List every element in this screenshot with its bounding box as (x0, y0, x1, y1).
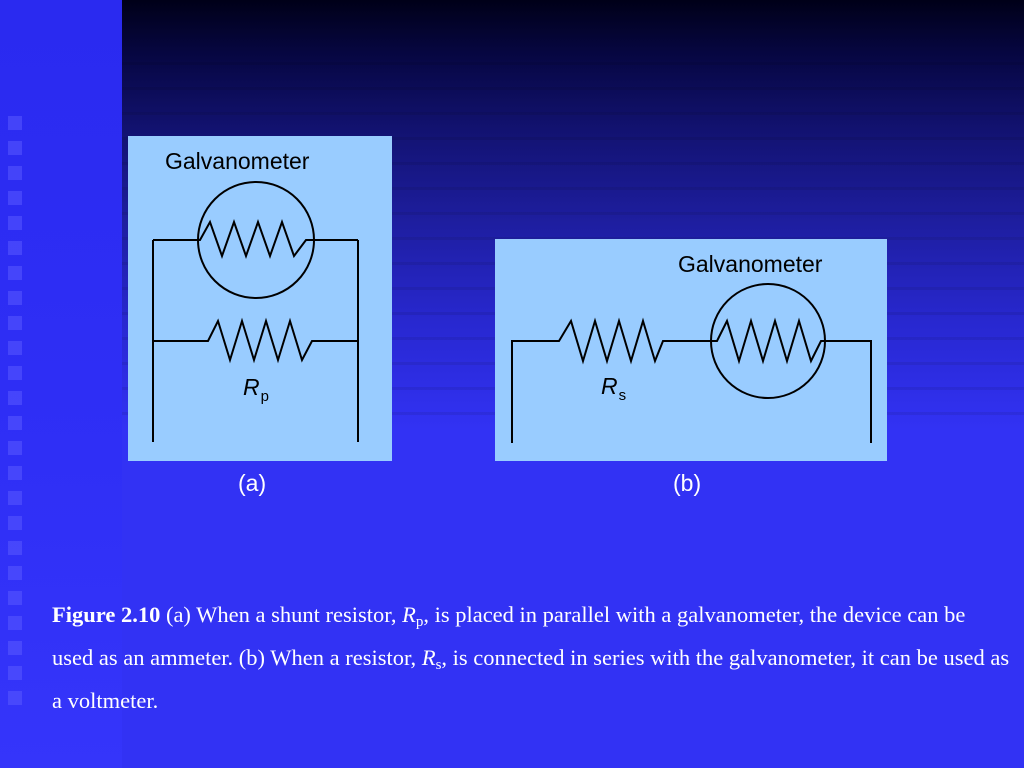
decor-square (8, 341, 22, 355)
panel-b-letter: (b) (673, 470, 702, 496)
decor-square (8, 516, 22, 530)
galvanometer-circle (710, 283, 826, 399)
caption-rp: Rp (402, 602, 424, 630)
caption-r1-symbol: R (402, 602, 416, 627)
decor-square (8, 191, 22, 205)
decor-square (8, 116, 22, 130)
resistor-label-rs: Rs (601, 373, 626, 404)
decor-square (8, 266, 22, 280)
galvanometer-circle (197, 181, 315, 299)
decor-square (8, 541, 22, 555)
panel-a-letter: (a) (238, 470, 267, 496)
caption-part-2: , is placed in parallel with a galvanome… (52, 602, 966, 670)
circuit-panel-a: Galvanometer Rp (128, 136, 392, 461)
decor-square (8, 366, 22, 380)
resistor-symbol-a: R (243, 374, 260, 400)
decor-square (8, 466, 22, 480)
decor-square (8, 616, 22, 630)
decor-square (8, 316, 22, 330)
resistor-subscript-a: p (260, 388, 269, 405)
series-circuit-diagram (511, 283, 872, 443)
decor-square (8, 391, 22, 405)
resistor-label-rp: Rp (243, 374, 269, 405)
decor-square (8, 166, 22, 180)
circuit-panel-b: Galvanometer Rs (495, 239, 887, 461)
caption-r2-symbol: R (421, 645, 436, 670)
caption-r2-subscript: s (435, 657, 442, 673)
shunt-resistor-rp (153, 317, 358, 364)
caption-part-1: (a) When a shunt resistor, (160, 602, 403, 627)
decor-square (8, 566, 22, 580)
galvanometer-label-a: Galvanometer (165, 148, 310, 174)
figure-caption: Figure 2.10 (a) When a shunt resistor, R… (52, 597, 1012, 718)
decor-square (8, 691, 22, 705)
caption-rs: Rs (421, 645, 442, 673)
decor-square (8, 241, 22, 255)
decor-square (8, 291, 22, 305)
left-decor-strip (0, 0, 122, 768)
resistor-symbol-b: R (601, 373, 618, 399)
decor-square (8, 416, 22, 430)
decor-square (8, 641, 22, 655)
figure-label: Figure 2.10 (52, 602, 161, 627)
decor-square (8, 591, 22, 605)
galvanometer-label-b: Galvanometer (678, 251, 823, 277)
decor-squares (8, 116, 28, 716)
decor-square (8, 441, 22, 455)
caption-r1-subscript: p (415, 614, 424, 630)
decor-square (8, 666, 22, 680)
decor-square (8, 141, 22, 155)
decor-square (8, 491, 22, 505)
galvanometer-branch-wire (153, 218, 358, 260)
resistor-subscript-b: s (618, 387, 627, 404)
decor-square (8, 216, 22, 230)
parallel-circuit-diagram (152, 181, 359, 442)
series-resistor-rs (511, 317, 872, 443)
caption-part-3: , is connected in series with the galvan… (52, 645, 1010, 713)
